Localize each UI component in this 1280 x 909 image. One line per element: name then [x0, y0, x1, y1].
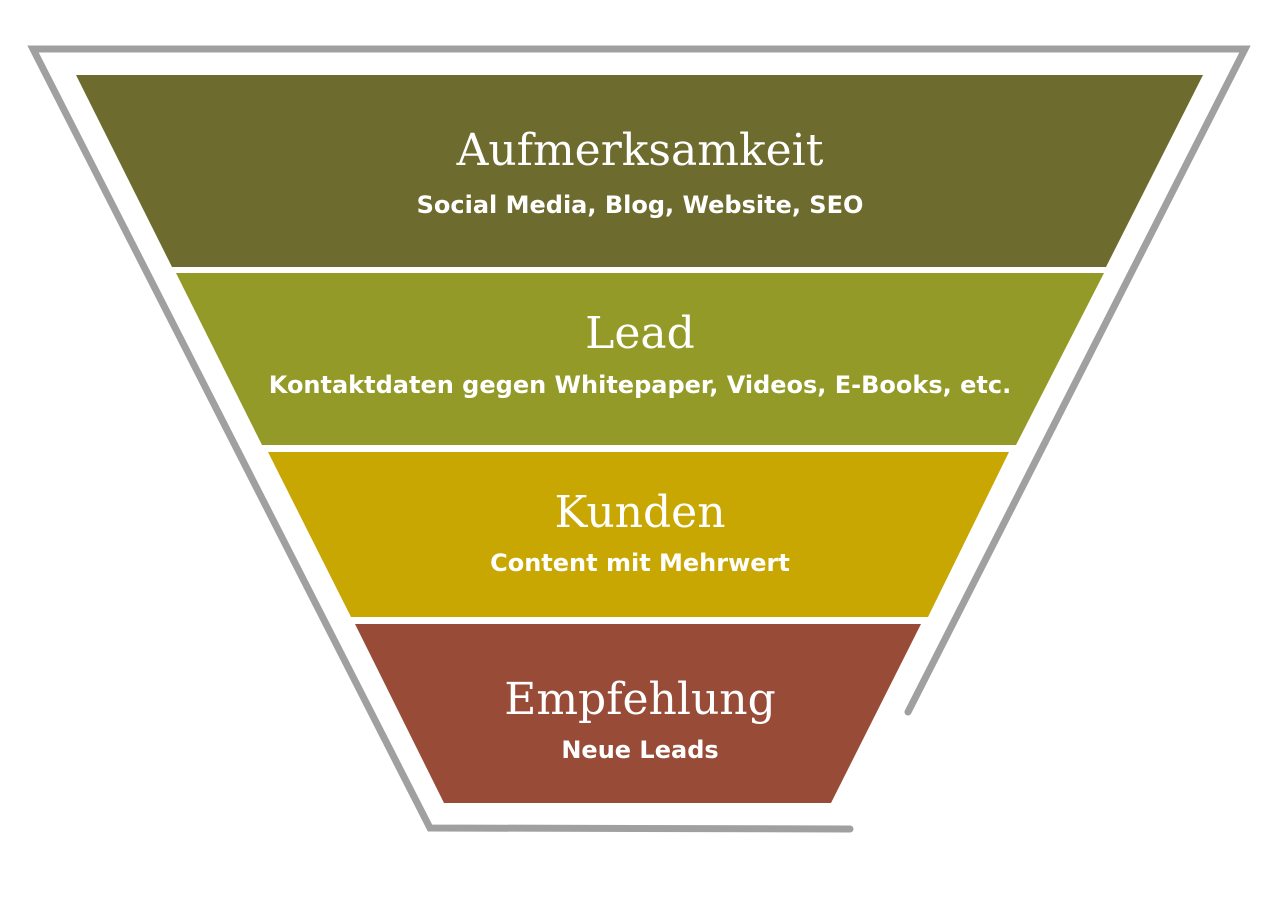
funnel-outline: [27, 45, 1251, 833]
stage-subtitle: Neue Leads: [561, 736, 718, 764]
funnel-stage-2: Lead Kontaktdaten gegen Whitepaper, Vide…: [176, 273, 1104, 445]
stage-band-aufmerksamkeit: [76, 75, 1203, 267]
funnel-stage-1: Aufmerksamkeit Social Media, Blog, Websi…: [76, 75, 1203, 267]
stage-subtitle: Content mit Mehrwert: [490, 549, 790, 577]
stage-title: Kunden: [554, 487, 725, 538]
stage-title: Lead: [585, 308, 695, 359]
stage-band-lead: [176, 273, 1104, 445]
stage-subtitle: Kontaktdaten gegen Whitepaper, Videos, E…: [269, 371, 1011, 399]
stage-title: Aufmerksamkeit: [456, 125, 824, 176]
funnel-stage-3: Kunden Content mit Mehrwert: [268, 452, 1009, 617]
funnel-stage-4: Empfehlung Neue Leads: [355, 624, 921, 803]
stage-subtitle: Social Media, Blog, Website, SEO: [417, 191, 864, 219]
stage-band-kunden: [268, 452, 1009, 617]
stage-band-empfehlung: [355, 624, 921, 803]
stage-title: Empfehlung: [504, 674, 776, 725]
